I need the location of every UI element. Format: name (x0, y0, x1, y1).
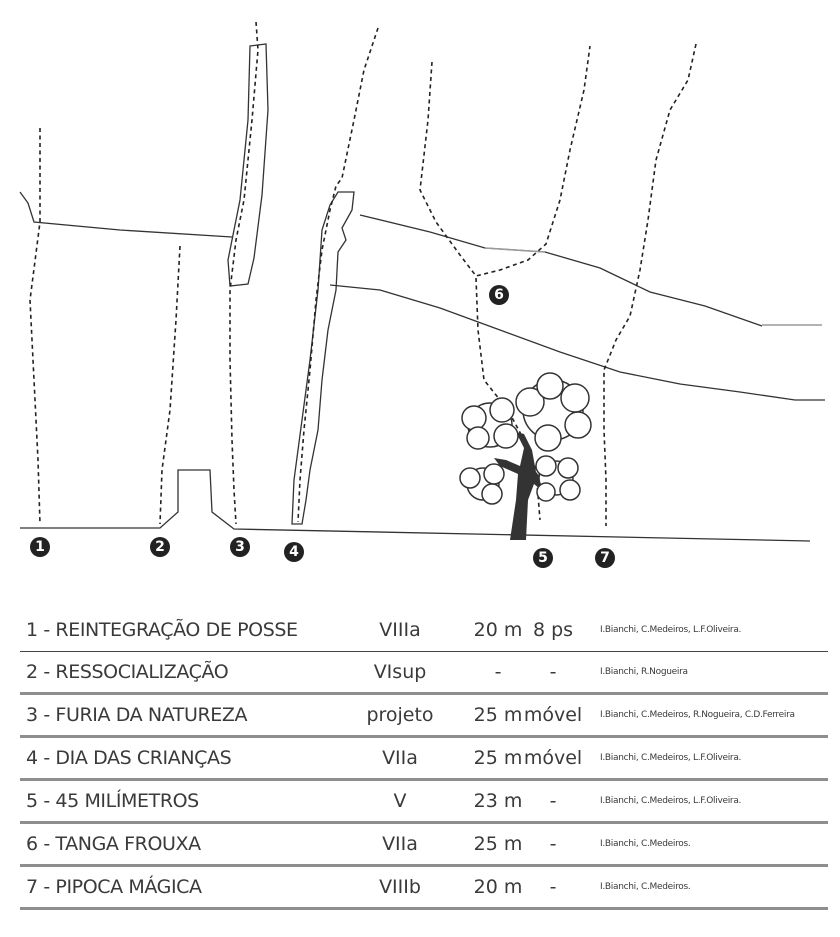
svg-text:2: 2 (155, 539, 165, 555)
route-protection: - (549, 661, 557, 683)
route-line-3 (229, 21, 259, 525)
ledge-upper (359, 214, 763, 327)
rock-lines (19, 43, 825, 542)
route-marker-7[interactable]: 7 (595, 548, 615, 568)
route-length: 20 m (473, 618, 523, 641)
route-authors: I.Bianchi, R.Nogueira (600, 667, 688, 677)
route-length: 23 m (473, 790, 523, 812)
route-marker-4[interactable]: 4 (284, 542, 304, 562)
route-protection: - (549, 790, 557, 812)
route-authors: I.Bianchi, C.Medeiros, R.Nogueira, C.D.F… (600, 710, 795, 720)
route-row-4[interactable]: 4 - DIA DAS CRIANÇAS VIIa 25 m móvel I.B… (20, 738, 828, 781)
tree-trunk (494, 432, 560, 540)
route-length: 25 m (473, 704, 523, 726)
route-authors: I.Bianchi, C.Medeiros, L.F.Oliveira. (600, 753, 742, 763)
route-row-3[interactable]: 3 - FURIA DA NATUREZA projeto 25 m móvel… (20, 695, 828, 738)
route-grade: V (393, 790, 407, 812)
route-row-5[interactable]: 5 - 45 MILÍMETROS V 23 m - I.Bianchi, C.… (20, 781, 828, 824)
route-authors: I.Bianchi, C.Medeiros. (600, 882, 691, 892)
route-name: 7 - PIPOCA MÁGICA (26, 876, 202, 898)
route-grade: VIIIb (379, 876, 421, 898)
route-name: 1 - REINTEGRAÇÃO DE POSSE (26, 618, 298, 641)
svg-text:5: 5 (538, 550, 548, 566)
route-name: 6 - TANGA FROUXA (26, 833, 201, 855)
routes-table: 1 - REINTEGRAÇÃO DE POSSE VIIIa 20 m 8 p… (20, 608, 828, 910)
svg-text:7: 7 (600, 550, 610, 566)
route-row-2[interactable]: 2 - RESSOCIALIZAÇÃO VIsup - - I.Bianchi,… (20, 652, 828, 695)
svg-text:3: 3 (235, 539, 245, 555)
route-marker-2[interactable]: 2 (150, 537, 170, 557)
route-name: 2 - RESSOCIALIZAÇÃO (26, 661, 229, 683)
route-marker-5[interactable]: 5 (533, 548, 553, 568)
svg-text:1: 1 (35, 539, 45, 555)
route-protection: 8 ps (532, 618, 574, 641)
route-row-6[interactable]: 6 - TANGA FROUXA VIIa 25 m - I.Bianchi, … (20, 824, 828, 867)
route-grade: projeto (366, 704, 434, 726)
route-length: - (494, 661, 502, 683)
ledge-left (19, 191, 233, 238)
route-grade: VIIa (382, 747, 418, 769)
route-line-7 (603, 43, 697, 526)
route-protection: - (549, 833, 557, 855)
route-row-7[interactable]: 7 - PIPOCA MÁGICA VIIIb 20 m - I.Bianchi… (20, 867, 828, 910)
ledge-lower (329, 284, 825, 401)
route-authors: I.Bianchi, C.Medeiros, L.F.Oliveira. (600, 796, 742, 806)
route-line-1 (29, 128, 41, 525)
route-line-6 (419, 45, 591, 277)
ledge-upper-grey (484, 247, 546, 253)
route-length: 25 m (473, 747, 523, 769)
route-length: 25 m (473, 833, 523, 855)
route-protection: móvel (523, 747, 583, 769)
tree-illustration (459, 372, 592, 540)
route-authors: I.Bianchi, C.Medeiros. (600, 839, 691, 849)
route-marker-3[interactable]: 3 (230, 537, 250, 557)
flake-4 (291, 191, 355, 525)
route-marker-6[interactable]: 6 (489, 285, 509, 305)
route-line-2 (159, 245, 181, 525)
route-length: 20 m (473, 876, 523, 898)
flake-3 (227, 43, 269, 287)
route-name: 5 - 45 MILÍMETROS (26, 790, 199, 812)
route-grade: VIIa (382, 833, 418, 855)
route-protection: - (549, 876, 557, 898)
route-name: 3 - FURIA DA NATUREZA (26, 704, 248, 726)
route-grade: VIIIa (379, 618, 421, 641)
svg-text:4: 4 (289, 544, 299, 560)
route-authors: I.Bianchi, C.Medeiros, L.F.Oliveira. (600, 624, 742, 635)
tree-canopy (459, 372, 592, 505)
route-line-4 (297, 27, 379, 523)
ground-line (20, 469, 811, 542)
route-protection: móvel (523, 704, 583, 726)
route-grade: VIsup (373, 661, 427, 683)
route-lines (29, 21, 697, 526)
route-topo-diagram: 1 2 3 4 5 6 7 (19, 21, 825, 568)
route-name: 4 - DIA DAS CRIANÇAS (26, 747, 232, 769)
route-row-1[interactable]: 1 - REINTEGRAÇÃO DE POSSE VIIIa 20 m 8 p… (20, 608, 828, 652)
svg-text:6: 6 (494, 287, 504, 303)
route-marker-1[interactable]: 1 (30, 537, 50, 557)
